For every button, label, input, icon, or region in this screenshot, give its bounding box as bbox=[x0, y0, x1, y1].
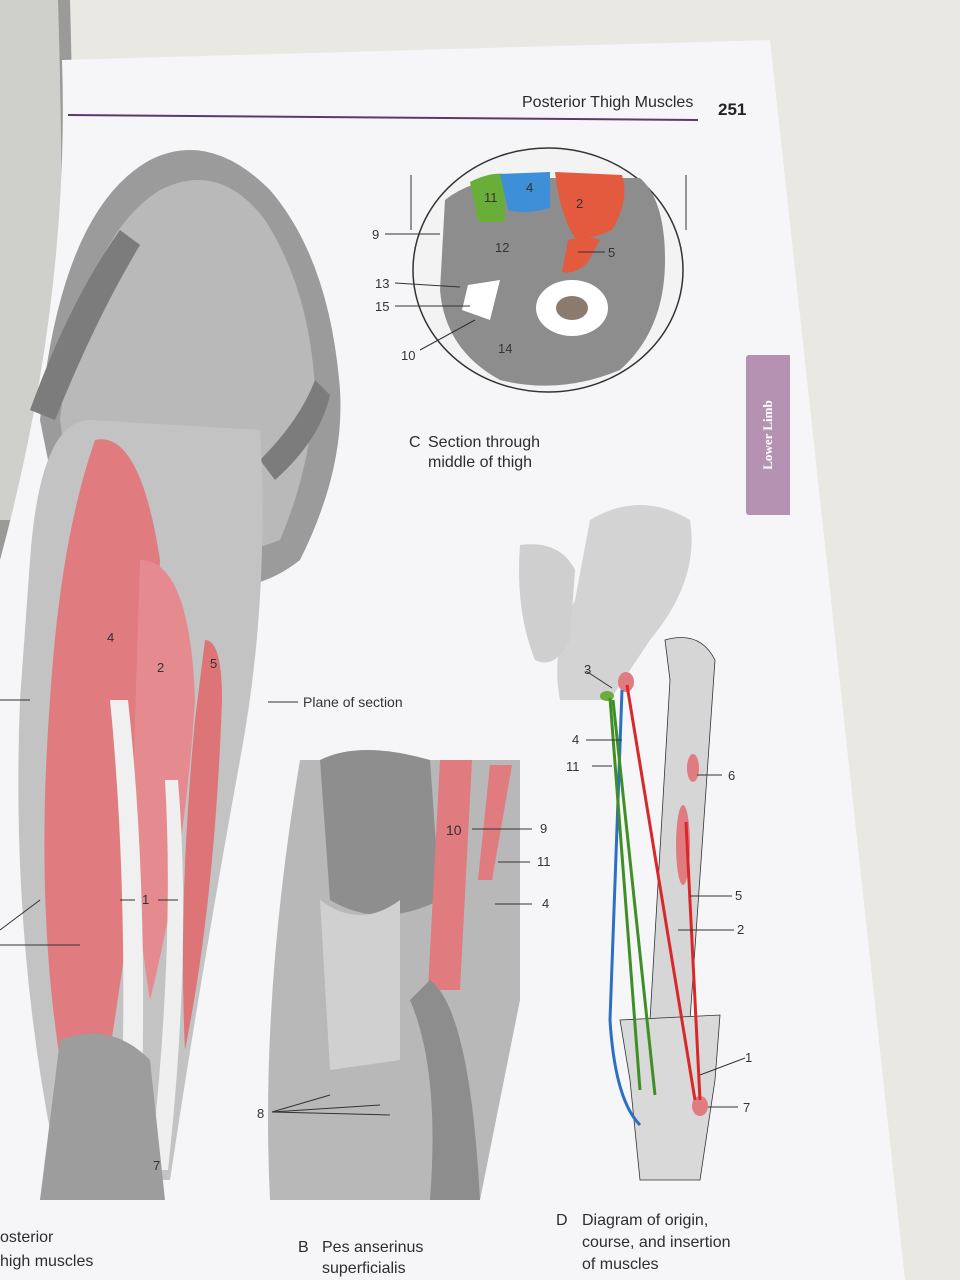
fig-c-label-10: 10 bbox=[401, 348, 416, 363]
figure-d-leaders bbox=[585, 670, 746, 1108]
fig-c-caption-line2: middle of thigh bbox=[428, 454, 533, 471]
figure-c-illustration bbox=[410, 147, 687, 393]
fig-a-label-1: 1 bbox=[142, 892, 150, 907]
plane-of-section-label: Plane of section bbox=[303, 694, 403, 710]
figure-b-leaders bbox=[271, 828, 532, 1116]
fig-d-caption-line2: course, and insertion bbox=[582, 1234, 731, 1251]
lower-limb-tab-label: Lower Limb bbox=[760, 400, 775, 470]
fig-c-label-14: 14 bbox=[498, 341, 513, 356]
fig-c-label-11: 11 bbox=[484, 190, 498, 205]
figure-a-illustration bbox=[18, 150, 341, 1200]
lower-limb-tab[interactable]: Lower Limb bbox=[746, 355, 790, 515]
header-rule bbox=[67, 114, 699, 121]
fig-d-label-2: 2 bbox=[737, 922, 745, 937]
fig-d-label-7: 7 bbox=[743, 1100, 751, 1115]
fig-a-caption-line2: high muscles bbox=[0, 1253, 94, 1270]
fig-b-label-10: 10 bbox=[446, 822, 462, 838]
fig-c-label-9: 9 bbox=[372, 227, 380, 242]
fig-a-label-2: 2 bbox=[157, 660, 165, 675]
fig-a-label-5: 5 bbox=[210, 656, 218, 671]
fig-a-label-7: 7 bbox=[153, 1158, 161, 1173]
fig-d-label-11: 11 bbox=[566, 759, 580, 774]
fig-c-caption-letter: C bbox=[409, 434, 421, 451]
fig-d-label-5: 5 bbox=[735, 888, 743, 903]
fig-b-caption-line2: superficialis bbox=[322, 1260, 406, 1277]
fig-c-caption-line1: Section through bbox=[428, 434, 541, 451]
fig-a-caption-line1: osterior bbox=[0, 1229, 54, 1246]
fig-b-label-9: 9 bbox=[540, 821, 548, 836]
fig-d-label-1: 1 bbox=[745, 1050, 753, 1065]
fig-b-label-4: 4 bbox=[542, 896, 550, 911]
fig-d-label-4: 4 bbox=[572, 732, 580, 747]
fig-d-label-3: 3 bbox=[584, 662, 592, 677]
fig-c-label-15: 15 bbox=[375, 299, 390, 314]
fig-c-label-12: 12 bbox=[495, 240, 510, 255]
fig-c-label-5: 5 bbox=[608, 245, 616, 260]
fig-b-caption-line1: Pes anserinus bbox=[322, 1239, 424, 1256]
fig-b-label-8: 8 bbox=[257, 1106, 265, 1121]
figure-d-muscle-lines bbox=[608, 684, 702, 1127]
figure-a-leaders bbox=[0, 699, 298, 946]
figure-b-illustration bbox=[268, 750, 520, 1200]
fig-c-label-13: 13 bbox=[375, 276, 390, 291]
page-header-title: Posterior Thigh Muscles bbox=[522, 94, 694, 111]
page-number: 251 bbox=[718, 100, 747, 119]
fig-a-label-4: 4 bbox=[107, 630, 115, 645]
fig-d-caption-line1: Diagram of origin, bbox=[582, 1212, 709, 1229]
fig-b-label-11: 11 bbox=[537, 854, 551, 869]
fig-d-label-6: 6 bbox=[728, 768, 736, 783]
fig-d-caption-line3: of muscles bbox=[582, 1256, 659, 1273]
fig-c-label-2: 2 bbox=[576, 196, 584, 211]
fig-d-caption-letter: D bbox=[556, 1212, 568, 1229]
fig-b-caption-letter: B bbox=[298, 1239, 309, 1256]
figure-c-leaders bbox=[385, 233, 605, 351]
fig-c-label-4: 4 bbox=[526, 180, 534, 195]
